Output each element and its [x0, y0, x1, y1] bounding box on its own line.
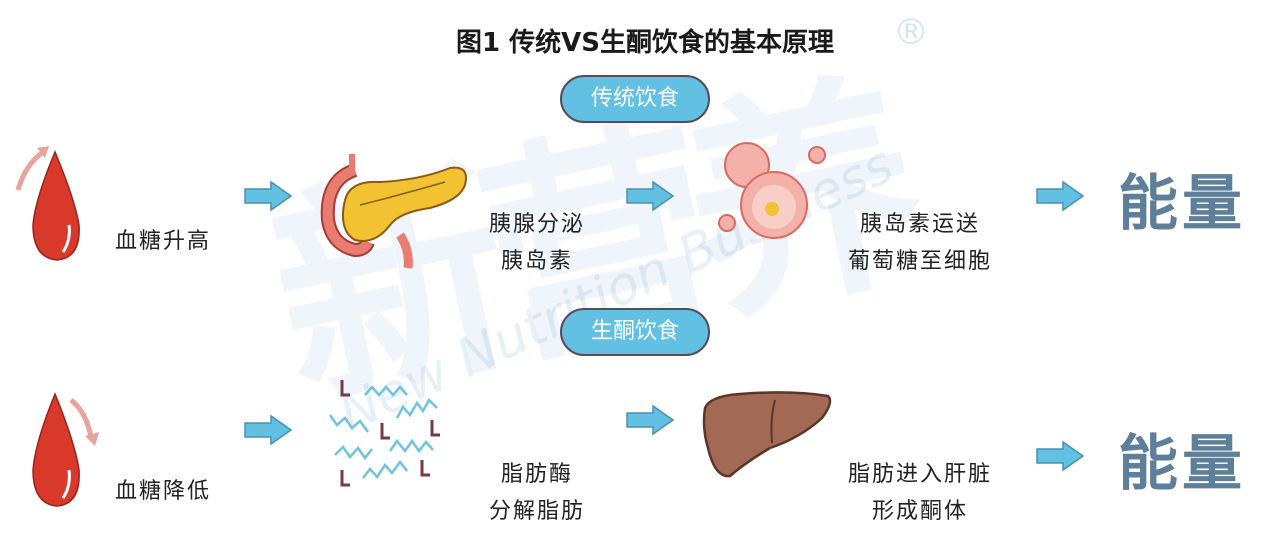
pill-traditional: 传统饮食	[560, 75, 710, 123]
label-lipase-2: 分解脂肪	[488, 499, 585, 524]
label-blood-sugar-drop: 血糖降低	[115, 479, 212, 504]
blood-drop-rising-icon	[15, 146, 80, 261]
page-title: 图1 传统VS生酮饮食的基本原理	[456, 28, 834, 58]
label-insulin-transport-1: 胰岛素运送	[859, 212, 980, 237]
label-liver-ketones-1: 脂肪进入肝脏	[847, 462, 992, 487]
arrow-right-icon	[244, 414, 293, 446]
arrow-right-icon	[626, 180, 675, 212]
arrow-right-icon	[626, 404, 675, 436]
energy-result: 能量	[1118, 169, 1246, 239]
pill-keto: 生酮饮食	[560, 308, 710, 356]
label-insulin-transport-2: 葡萄糖至细胞	[847, 249, 992, 274]
arrow-right-icon	[1036, 180, 1085, 212]
label-lipase-1: 脂肪酶	[500, 462, 573, 487]
pancreas-icon	[320, 154, 467, 269]
arrow-right-icon	[244, 180, 293, 212]
blood-drop-falling-icon	[32, 392, 99, 507]
label-pancreas-secretes-1: 胰腺分泌	[488, 212, 585, 237]
cell-insulin-icon	[718, 142, 826, 239]
label-blood-sugar-rise: 血糖升高	[115, 229, 212, 254]
arrow-right-icon	[1036, 440, 1085, 472]
lipase-fatty-acids-icon	[328, 380, 440, 487]
label-pancreas-secretes-2: 胰岛素	[500, 249, 573, 274]
registered-mark: ®	[893, 12, 929, 53]
liver-icon	[702, 391, 832, 478]
energy-result: 能量	[1118, 429, 1246, 499]
label-liver-ketones-2: 形成酮体	[871, 499, 968, 524]
